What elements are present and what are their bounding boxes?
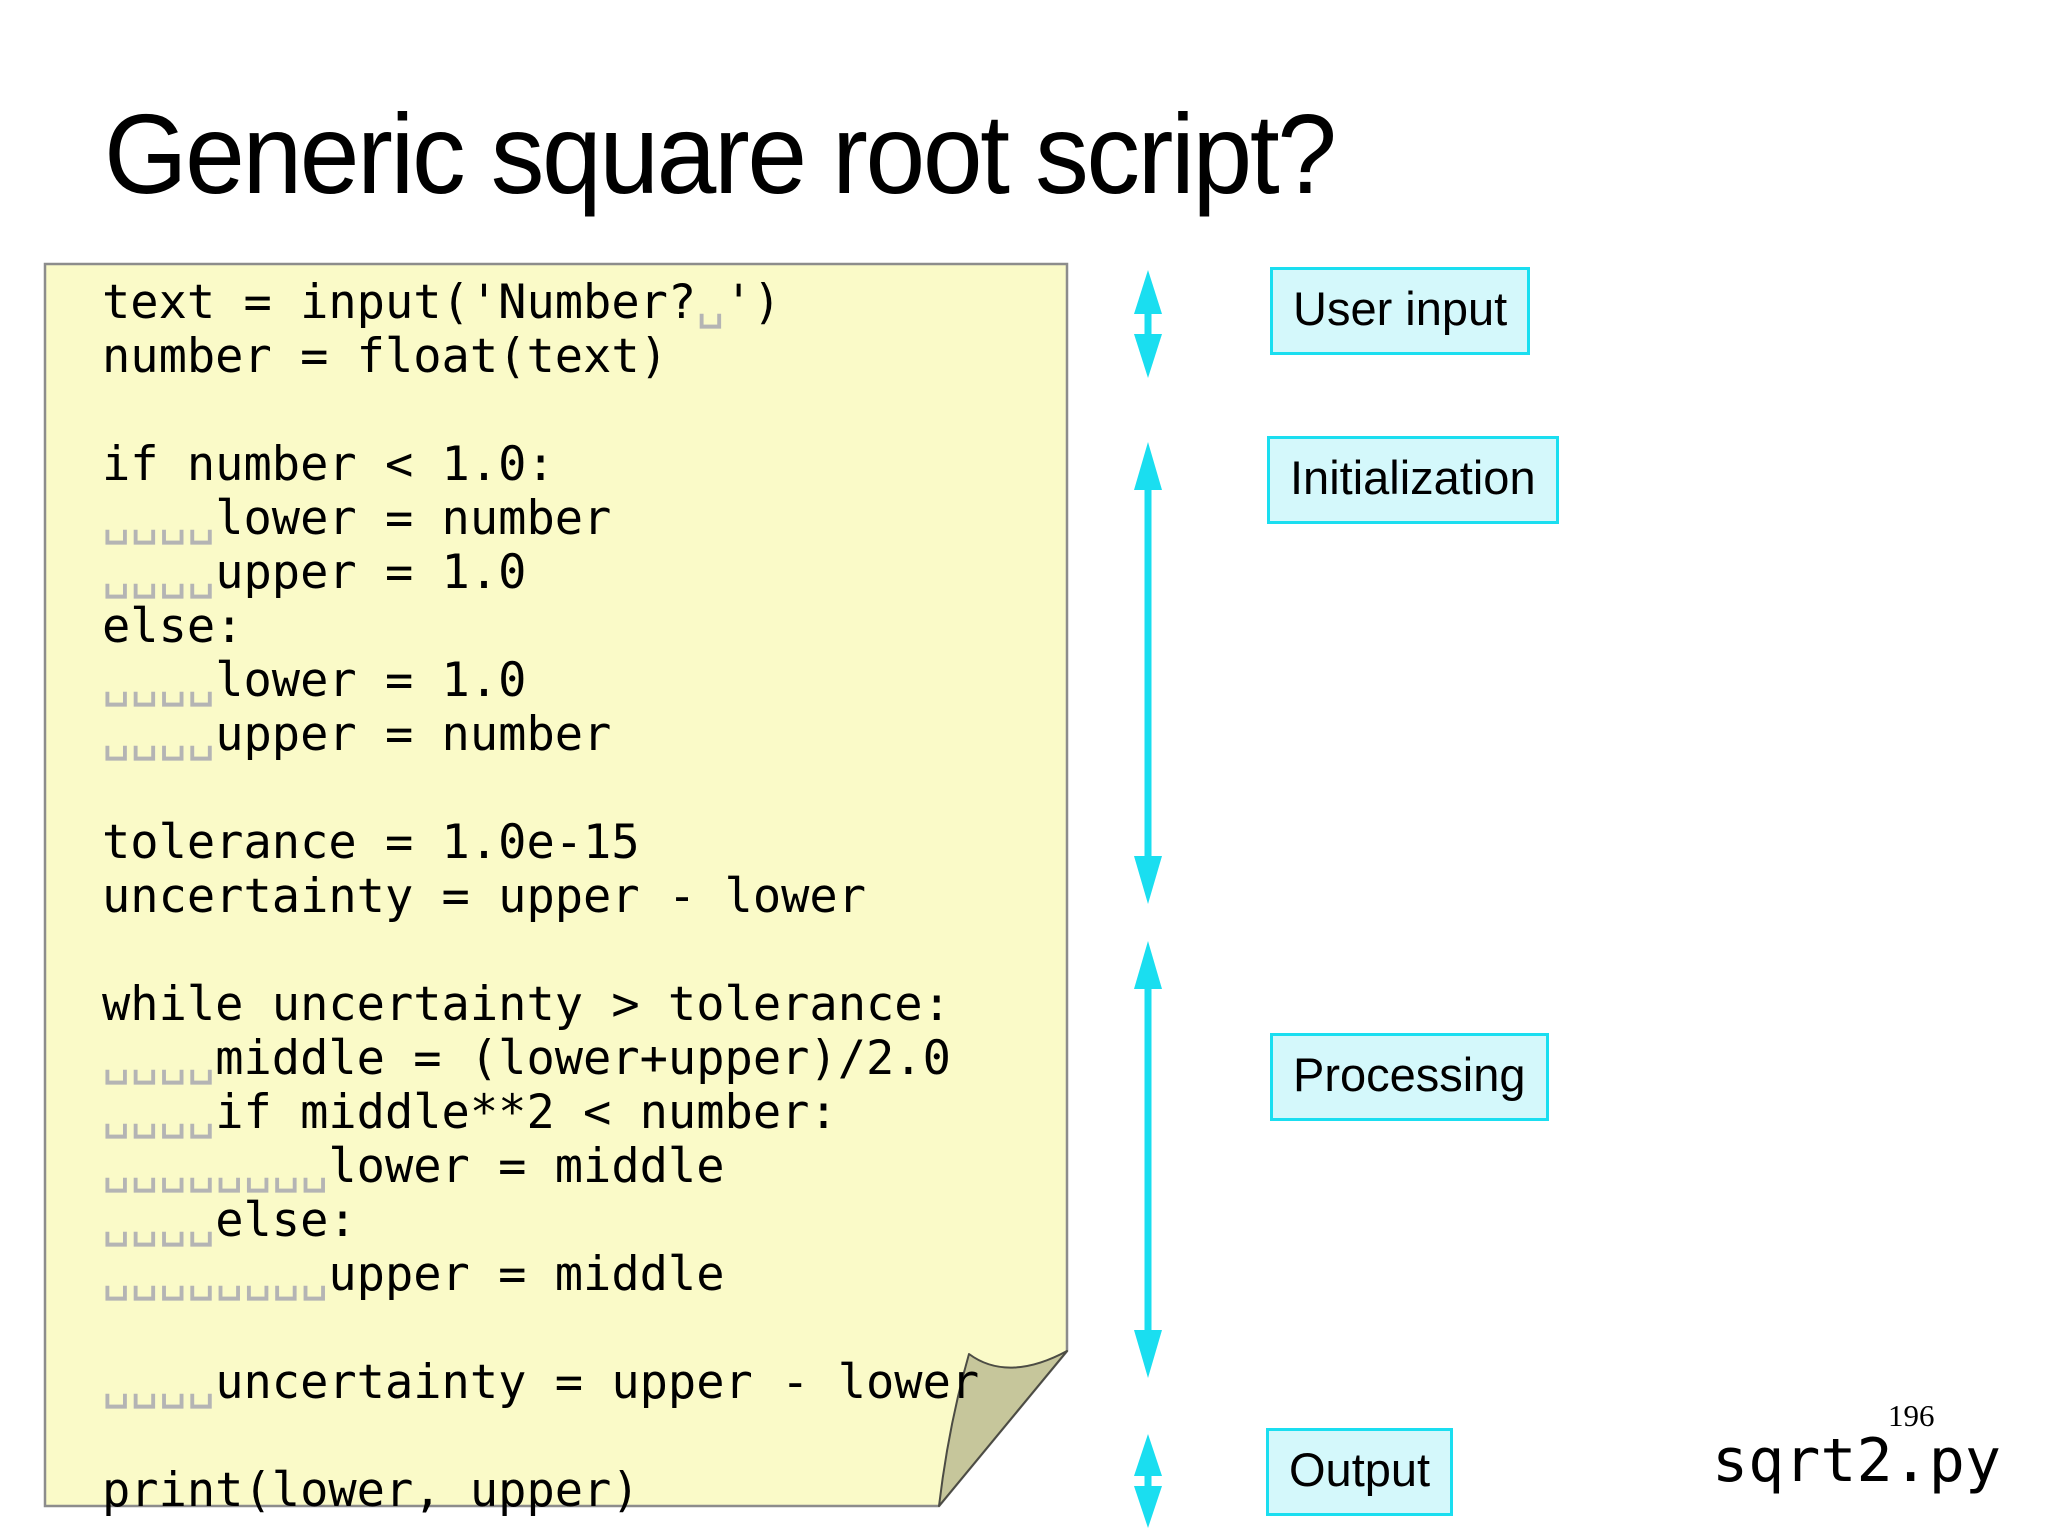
label-text: Initialization [1290, 451, 1536, 504]
label-text: Processing [1293, 1048, 1526, 1101]
whitespace-marker: ␣␣␣␣ [102, 707, 216, 762]
code-line: ␣␣␣␣else: [102, 1193, 357, 1248]
whitespace-marker: ␣␣␣␣ [102, 491, 216, 546]
whitespace-marker: ␣␣␣␣␣␣␣␣ [102, 1139, 329, 1194]
whitespace-marker: ␣␣␣␣ [102, 653, 216, 708]
code-line: text = input('Number?␣') [102, 275, 782, 330]
arrow-processing-icon [1134, 941, 1162, 1378]
arrow-output-icon [1134, 1434, 1162, 1528]
code-line [102, 384, 979, 438]
code-line: ␣␣␣␣lower = number [102, 491, 612, 546]
code-line: ␣␣␣␣upper = 1.0 [102, 545, 527, 600]
note-folded-corner-icon [938, 1350, 1068, 1507]
whitespace-marker: ␣␣␣␣␣␣␣␣ [102, 1247, 329, 1302]
code-line [102, 924, 979, 978]
page-number: 196 [1888, 1398, 1935, 1433]
whitespace-marker: ␣␣␣␣ [102, 1085, 216, 1140]
code-line: ␣␣␣␣␣␣␣␣upper = middle [102, 1247, 725, 1302]
code-line: while uncertainty > tolerance: [102, 977, 951, 1032]
code-lines: text = input('Number?␣')number = float(t… [102, 276, 979, 1518]
code-line: ␣␣␣␣if middle**2 < number: [102, 1085, 838, 1140]
code-line: ␣␣␣␣lower = 1.0 [102, 653, 527, 708]
arrow-initialization-icon [1134, 442, 1162, 904]
code-line: ␣␣␣␣␣␣␣␣lower = middle [102, 1139, 725, 1194]
arrow-user-input-icon [1134, 270, 1162, 378]
code-line: ␣␣␣␣uncertainty = upper - lower [102, 1355, 980, 1410]
code-line: tolerance = 1.0e-15 [102, 815, 640, 870]
whitespace-marker: ␣␣␣␣ [102, 1193, 216, 1248]
label-user-input: User input [1270, 267, 1531, 355]
code-line [102, 1410, 979, 1464]
code-line: ␣␣␣␣upper = number [102, 707, 612, 762]
slide-title: Generic square root script? [104, 91, 1337, 217]
whitespace-marker: ␣␣␣␣ [102, 545, 216, 600]
label-text: User input [1293, 282, 1508, 335]
code-line [102, 1302, 979, 1356]
label-text: Output [1289, 1443, 1431, 1496]
code-line: number = float(text) [102, 329, 668, 384]
code-line: ␣␣␣␣middle = (lower+upper)/2.0 [102, 1031, 951, 1086]
code-line: if number < 1.0: [102, 437, 555, 492]
label-processing: Processing [1270, 1033, 1549, 1121]
label-initialization: Initialization [1267, 436, 1559, 524]
whitespace-marker: ␣␣␣␣ [102, 1355, 216, 1410]
code-line: print(lower, upper) [102, 1463, 640, 1518]
code-line: else: [102, 599, 244, 654]
code-line [102, 762, 979, 816]
label-output: Output [1266, 1428, 1454, 1516]
whitespace-marker: ␣ [696, 275, 725, 330]
whitespace-marker: ␣␣␣␣ [102, 1031, 216, 1086]
code-line: uncertainty = upper - lower [102, 869, 867, 924]
script-name: sqrt2.py [1712, 1426, 2001, 1496]
